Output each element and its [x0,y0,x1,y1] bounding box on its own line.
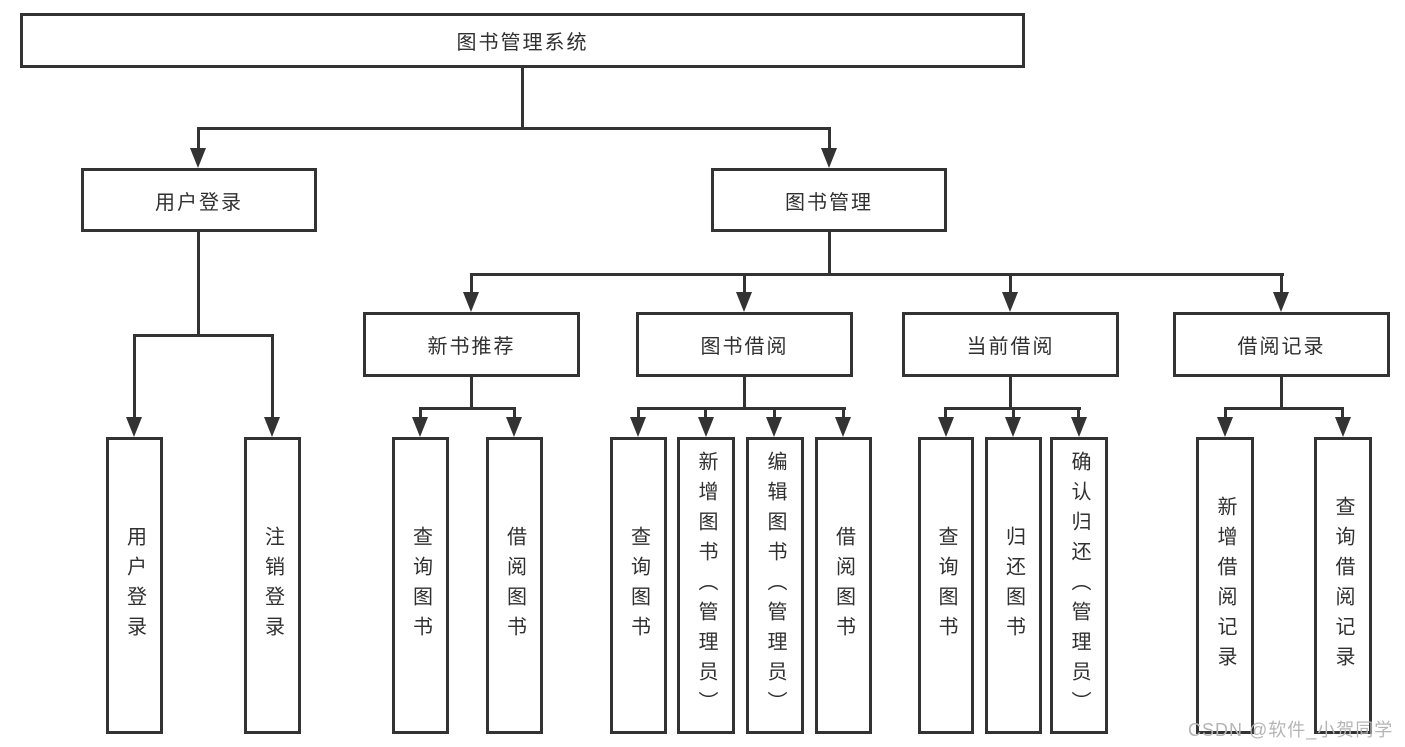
leaf-confirm-return-admin: 确认归还（管理员） [1050,437,1108,734]
leaf-return-book-label: 归还图书 [1002,525,1025,646]
leaf-user-login: 用户登录 [106,437,163,734]
arrow-down-icon [1071,417,1087,437]
leaf-query-borrow-record: 查询借阅记录 [1314,437,1372,734]
leaf-borrow-book-recommend: 借阅图书 [486,437,543,734]
node-book-management-label: 图书管理 [785,191,873,214]
arrow-down-icon [736,292,752,312]
connector-line [419,407,422,419]
connector-line [1009,273,1012,293]
connector-line [1224,407,1227,419]
connector-line [704,407,707,419]
node-user-login: 用户登录 [81,168,317,232]
node-library-system: 图书管理系统 [20,13,1025,68]
leaf-borrow-book: 借阅图书 [815,437,872,734]
connector-line [743,273,746,293]
leaf-user-login-label: 用户登录 [123,525,146,646]
connector-line [828,127,831,152]
arrow-down-icon [698,417,714,437]
arrow-down-icon [938,417,954,437]
arrow-down-icon [1273,292,1289,312]
arrow-down-icon [126,417,142,437]
arrow-down-icon [412,417,428,437]
connector-line [197,127,831,130]
leaf-add-borrow-record-label: 新增借阅记录 [1214,495,1236,676]
arrow-down-icon [821,148,837,168]
connector-line [1224,407,1344,410]
leaf-confirm-return-admin-label: 确认归还（管理员） [1068,450,1090,721]
connector-line [1077,407,1080,419]
connector-line [197,127,200,152]
leaf-query-book-current-label: 查询图书 [935,525,957,646]
arrow-down-icon [506,417,522,437]
connector-line [842,407,845,419]
arrow-down-icon [835,417,851,437]
leaf-add-book-admin: 新增图书（管理员） [677,437,735,734]
arrow-down-icon [190,148,206,168]
node-borrow-records: 借阅记录 [1173,312,1390,377]
node-user-login-label: 用户登录 [155,191,243,214]
arrow-down-icon [264,417,280,437]
connector-line [271,334,274,419]
connector-line [944,407,947,419]
connector-line [197,232,200,337]
connector-line [419,407,516,410]
leaf-add-borrow-record: 新增借阅记录 [1196,437,1254,734]
leaf-query-book-borrow: 查询图书 [610,437,667,734]
leaf-query-book-borrow-label: 查询图书 [627,525,650,646]
connector-line [1009,377,1012,410]
arrow-down-icon [1005,417,1021,437]
connector-line [470,273,473,293]
connector-line [1341,407,1344,419]
connector-line [133,334,136,419]
arrow-down-icon [1335,417,1351,437]
connector-line [1012,407,1015,419]
connector-line [470,377,473,410]
node-current-borrow: 当前借阅 [902,312,1119,377]
arrow-down-icon [463,292,479,312]
connector-line [743,377,746,410]
leaf-add-book-admin-label: 新增图书（管理员） [695,450,717,721]
connector-line [637,407,640,419]
leaf-return-book: 归还图书 [985,437,1042,734]
node-current-borrow-label: 当前借阅 [966,336,1055,358]
leaf-logout: 注销登录 [244,437,301,734]
connector-line [521,68,524,130]
connector-line [513,407,516,419]
watermark: CSDN @软件_小贺同学 [1188,720,1394,740]
node-new-book-recommend-label: 新书推荐 [427,336,516,358]
arrow-down-icon [630,417,646,437]
leaf-borrow-book-recommend-label: 借阅图书 [503,525,526,646]
connector-line [133,334,274,337]
connector-line [773,407,776,419]
leaf-query-book-recommend-label: 查询图书 [409,525,432,646]
arrow-down-icon [1002,292,1018,312]
node-book-borrow: 图书借阅 [636,312,853,377]
node-book-management: 图书管理 [711,168,947,232]
leaf-edit-book-admin: 编辑图书（管理员） [746,437,804,734]
arrow-down-icon [766,417,782,437]
node-book-borrow-label: 图书借阅 [700,336,789,358]
arrow-down-icon [1217,417,1233,437]
connector-line [828,232,831,276]
node-library-system-label: 图书管理系统 [456,32,589,54]
leaf-edit-book-admin-label: 编辑图书（管理员） [764,450,786,721]
leaf-query-borrow-record-label: 查询借阅记录 [1332,495,1354,676]
connector-line [1280,377,1283,410]
connector-line [470,273,1284,276]
node-new-book-recommend: 新书推荐 [363,312,580,377]
leaf-query-book-current: 查询图书 [918,437,974,734]
leaf-logout-label: 注销登录 [261,525,284,646]
connector-line [637,407,846,410]
leaf-borrow-book-label: 借阅图书 [832,525,855,646]
leaf-query-book-recommend: 查询图书 [392,437,449,734]
node-borrow-records-label: 借阅记录 [1237,336,1326,358]
connector-line [1280,273,1283,293]
